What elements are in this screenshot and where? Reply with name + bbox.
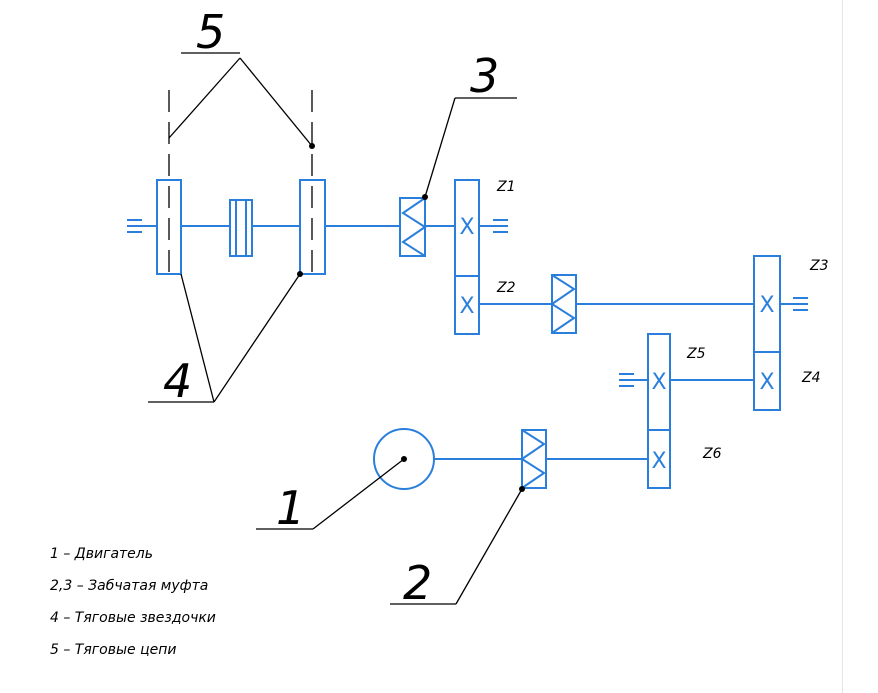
gear-pair-z3-z4: X X (753, 255, 808, 411)
gear-z1-mark: X (459, 215, 474, 240)
callout-3-number: 3 (470, 49, 499, 103)
tooth-coupling-3-zigzag (401, 197, 427, 257)
page-edge-divider (842, 0, 843, 693)
callout-4-dot (297, 271, 303, 277)
callout-1-leader (312, 458, 405, 530)
callout-5-leader-b (239, 57, 313, 147)
label-z6: Z6 (702, 446, 722, 462)
gear-z3 (753, 255, 781, 353)
callout-1-dot (401, 456, 407, 462)
motor-shaft (373, 428, 648, 490)
label-z1: Z1 (496, 179, 516, 195)
gear-pair-z5-z6: X X (647, 333, 671, 489)
label-z3: Z3 (809, 258, 829, 274)
callout-5-number: 5 (196, 5, 225, 59)
gear-labels: Z1 Z2 Z3 Z4 Z5 Z6 (496, 179, 829, 462)
gear-z4-mark: X (759, 370, 774, 395)
shaft-3 (619, 373, 754, 387)
callout-1-number: 1 (276, 481, 305, 535)
gear-z2-mark: X (459, 294, 474, 319)
shaft-1 (127, 179, 455, 275)
gear-z6-mark: X (651, 449, 666, 474)
legend-item-4: 5 – Тяговые цепи (50, 642, 177, 658)
label-z5: Z5 (686, 346, 706, 362)
callout-4-leader-b (213, 273, 301, 403)
callout-2-number: 2 (403, 556, 432, 610)
label-z4: Z4 (801, 370, 821, 386)
callout-3-dot (422, 194, 428, 200)
legend-item-1: 1 – Двигатель (50, 546, 153, 562)
legend-item-3: 4 – Тяговые звездочки (50, 610, 216, 626)
callout-4-number: 4 (163, 354, 192, 408)
callout-3-leader (424, 97, 456, 198)
callout-2-dot (519, 486, 525, 492)
gear-z3-mark: X (759, 293, 774, 318)
gear-z2 (454, 275, 480, 335)
legend-item-2: 2,3 – Забчатая муфта (50, 578, 209, 594)
gear-z4 (753, 351, 781, 411)
tooth-coupling-mid-zigzag (550, 274, 576, 334)
gear-pair-z1-z2: X X (454, 179, 508, 335)
gear-z5-mark: X (651, 370, 666, 395)
callout-4-leader-a (180, 273, 215, 403)
callout-2-leader (455, 488, 523, 605)
tooth-coupling-2-zigzag (520, 429, 546, 489)
legend: 1 – Двигатель 2,3 – Забчатая муфта 4 – Т… (50, 544, 216, 672)
label-z2: Z2 (496, 280, 516, 296)
callout-5-leader-a (168, 57, 241, 139)
callouts: 5 3 4 1 2 (148, 5, 525, 610)
callout-5-dot (309, 143, 315, 149)
shaft-coupling (229, 199, 253, 257)
shaft-2 (479, 274, 754, 334)
gear-z1 (454, 179, 480, 277)
